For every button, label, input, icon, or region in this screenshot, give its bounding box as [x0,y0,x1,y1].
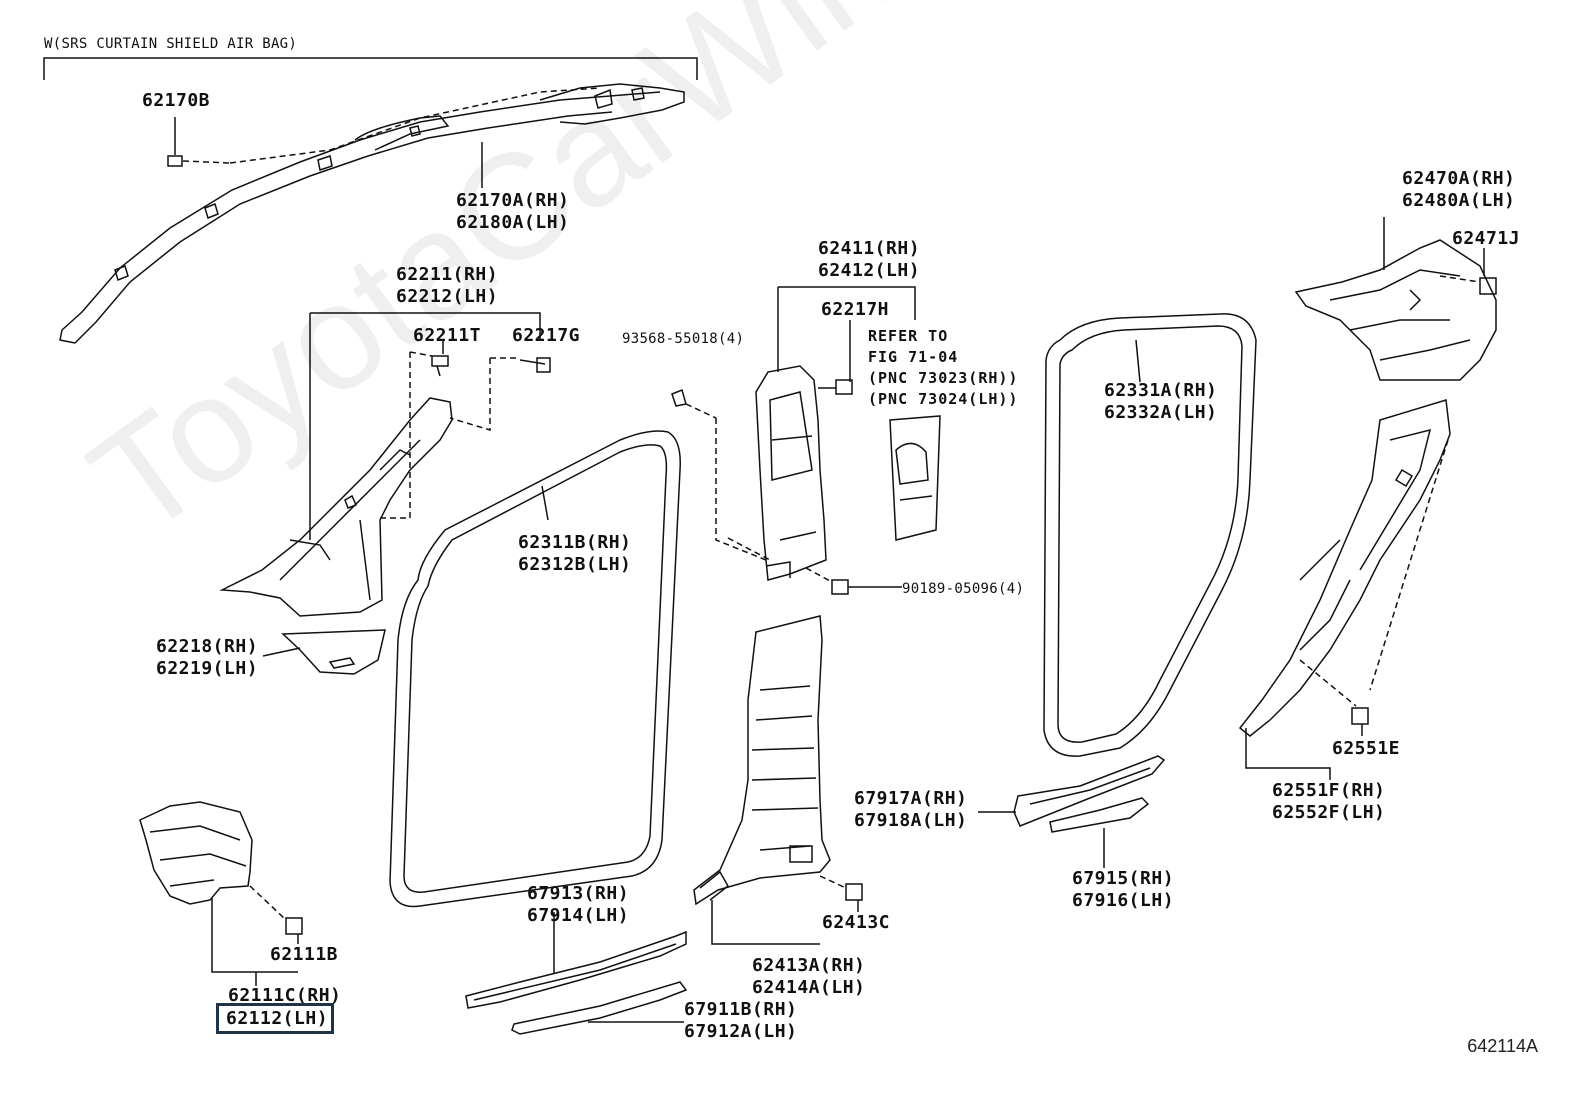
part-62211t[interactable]: 62211T [413,325,482,346]
part-62412[interactable]: 62412(LH) [818,260,921,281]
part-62552f[interactable]: 62552F(LH) [1272,802,1386,823]
part-62551e[interactable]: 62551E [1332,738,1401,759]
airbag-group-bracket [43,57,698,80]
roof-side-inner-garnish [1294,239,1497,381]
part-62332a[interactable]: 62332A(LH) [1104,402,1218,423]
a-pillar-garnish [219,397,453,617]
part-67912a[interactable]: 67912A(LH) [684,1021,798,1042]
part-62170a[interactable]: 62170A(RH) [456,190,570,211]
seatbelt-cover [889,415,941,541]
part-67915[interactable]: 67915(RH) [1072,868,1175,889]
part-62470a[interactable]: 62470A(RH) [1402,168,1516,189]
part-62212[interactable]: 62212(LH) [396,286,499,307]
rear-door-scuff [1049,797,1150,833]
part-62414a[interactable]: 62414A(LH) [752,977,866,998]
b-pillar-upper-garnish [755,365,827,581]
part-67918a[interactable]: 67918A(LH) [854,810,968,831]
part-67914[interactable]: 67914(LH) [527,905,630,926]
refer-line-2[interactable]: FIG 71-04 [868,348,959,366]
rear-door-seal [1043,313,1257,757]
part-67917a[interactable]: 67917A(RH) [854,788,968,809]
part-62211[interactable]: 62211(RH) [396,264,499,285]
refer-line-1: REFER TO [868,327,949,345]
figure-id: 642114A [1467,1036,1538,1056]
curtain-airbag-drawing [59,83,685,344]
airbag-group-title: W(SRS CURTAIN SHIELD AIR BAG) [44,36,298,52]
front-scuff-plate [465,930,687,1009]
refer-line-4: (PNC 73024(LH)) [868,390,1019,408]
part-62170b[interactable]: 62170B [142,90,211,111]
cowl-side-trim [139,801,253,905]
part-62312b[interactable]: 62312B(LH) [518,554,632,575]
part-62331a[interactable]: 62331A(RH) [1104,380,1218,401]
part-62217g[interactable]: 62217G [512,325,581,346]
selected-part-highlight [216,1003,334,1034]
b-pillar-lower-garnish [693,615,831,906]
front-door-scuff [511,981,688,1035]
part-62551f[interactable]: 62551F(RH) [1272,780,1386,801]
part-62180a[interactable]: 62180A(LH) [456,212,570,233]
part-62111b[interactable]: 62111B [270,944,339,965]
part-62218[interactable]: 62218(RH) [156,636,259,657]
refer-line-3: (PNC 73023(RH)) [868,369,1019,387]
part-62413c[interactable]: 62413C [822,912,891,933]
part-62217h[interactable]: 62217H [821,299,890,320]
part-62111c[interactable]: 62111C(RH) [228,985,342,1006]
part-93568[interactable]: 93568-55018(4) [622,331,745,347]
part-62480a[interactable]: 62480A(LH) [1402,190,1516,211]
part-62413a[interactable]: 62413A(RH) [752,955,866,976]
part-67916[interactable]: 67916(LH) [1072,890,1175,911]
front-door-seal [389,430,681,908]
part-62219[interactable]: 62219(LH) [156,658,259,679]
rear-scuff-plate [1013,755,1166,827]
part-62471j[interactable]: 62471J [1452,228,1521,249]
part-62411[interactable]: 62411(RH) [818,238,921,259]
quarter-trim-panel [1238,399,1451,737]
part-90189[interactable]: 90189-05096(4) [902,581,1025,597]
part-67913[interactable]: 67913(RH) [527,883,630,904]
62218-cover [281,629,386,675]
part-62311b[interactable]: 62311B(RH) [518,532,632,553]
part-62112[interactable]: 62112(LH) [226,1008,329,1029]
part-67911b[interactable]: 67911B(RH) [684,999,798,1020]
